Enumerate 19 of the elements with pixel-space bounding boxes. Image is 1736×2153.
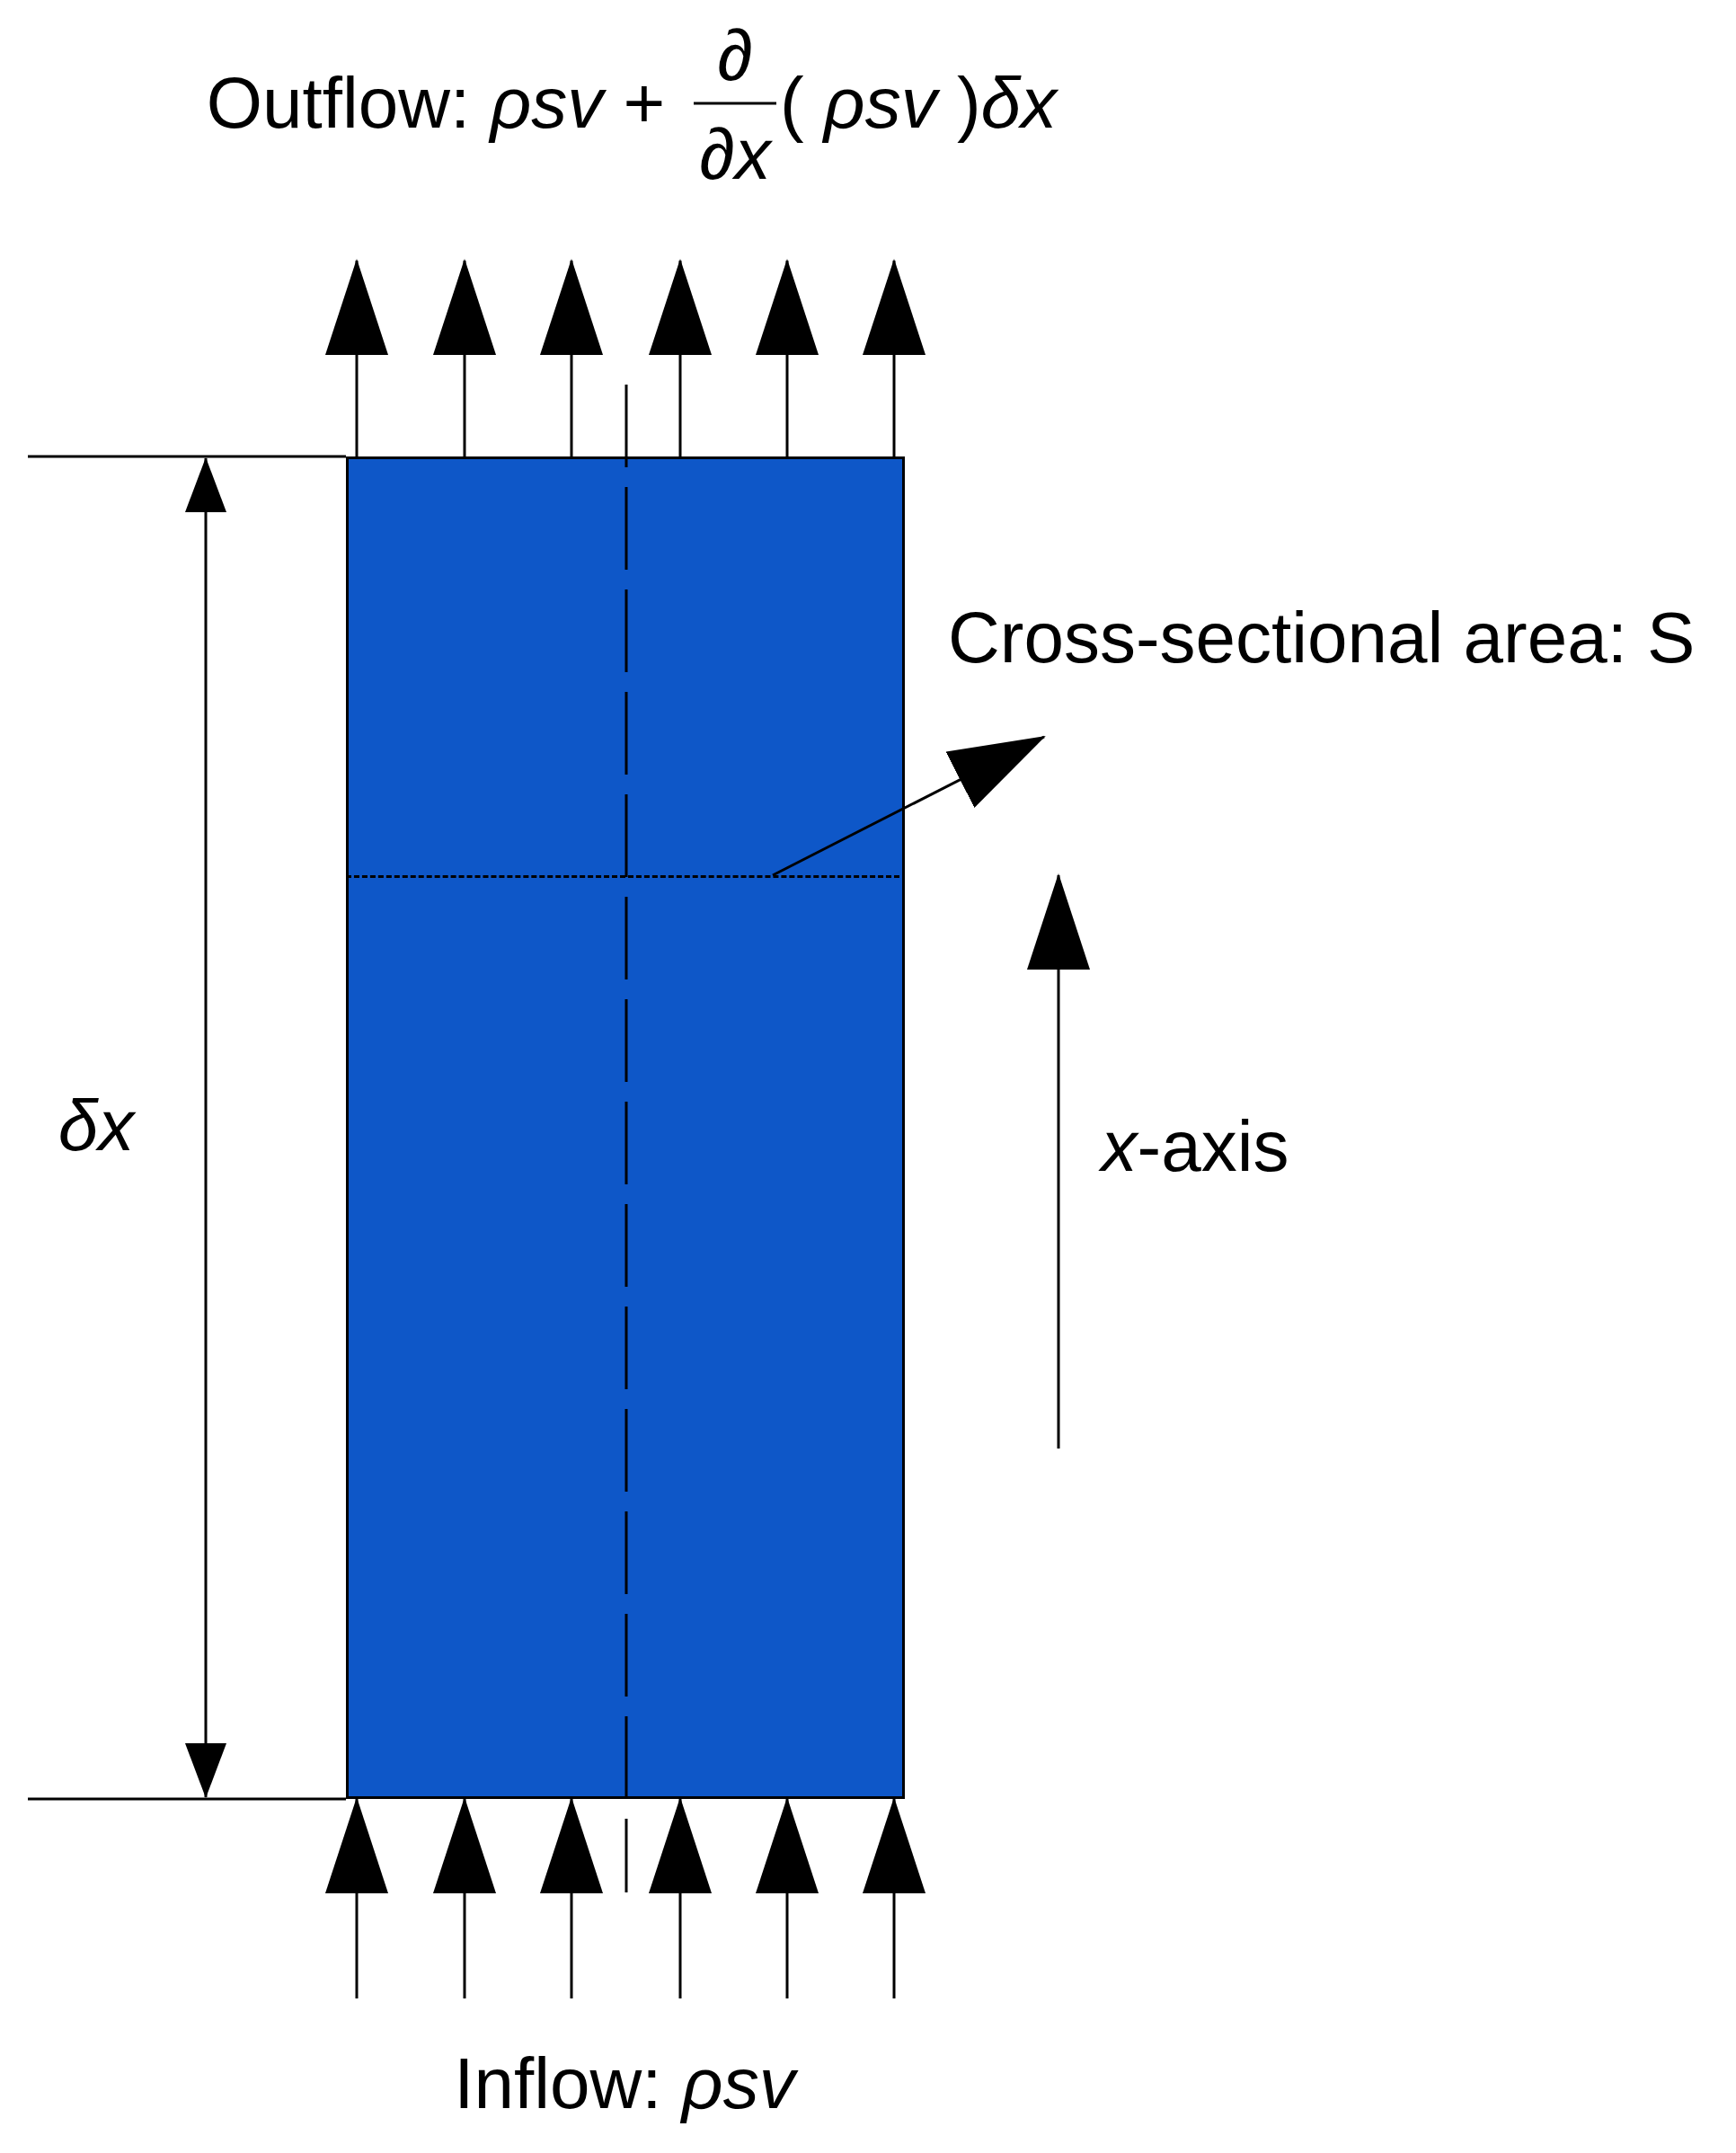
flow-arrow bbox=[756, 1797, 819, 1998]
fraction-numerator: ∂ bbox=[717, 20, 753, 92]
flow-arrow bbox=[863, 1797, 926, 1998]
area-label: Cross-sectional area: S bbox=[948, 602, 1696, 674]
flow-arrow bbox=[325, 259, 388, 456]
flow-arrow bbox=[863, 259, 926, 456]
flow-arrow bbox=[325, 1797, 388, 1998]
dimension-label: δx bbox=[58, 1090, 135, 1162]
flow-arrow bbox=[433, 259, 496, 456]
cross-section-line bbox=[346, 875, 899, 879]
flow-arrow bbox=[649, 259, 712, 456]
flow-arrow bbox=[649, 1797, 712, 1998]
flow-arrow bbox=[756, 259, 819, 456]
leader-arrow bbox=[772, 735, 1046, 877]
fluid-element bbox=[346, 456, 905, 1799]
flow-arrow bbox=[540, 259, 603, 456]
flow-arrow bbox=[540, 1797, 603, 1998]
flow-arrow bbox=[433, 1797, 496, 1998]
fraction-denominator: ∂x bbox=[699, 119, 771, 190]
